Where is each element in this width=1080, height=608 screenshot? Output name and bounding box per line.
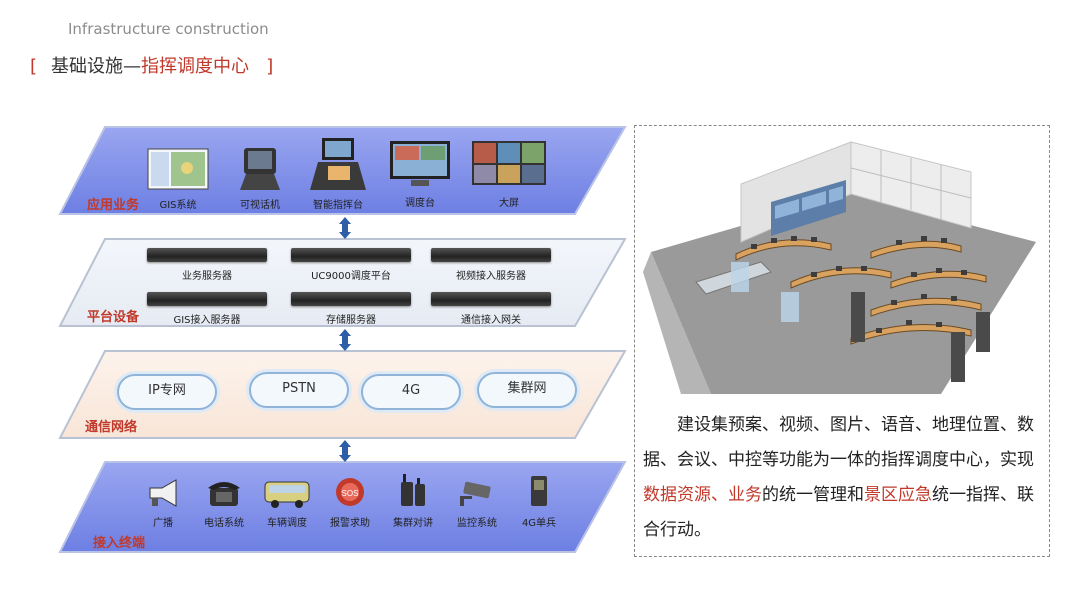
cctv-camera-icon	[458, 478, 496, 508]
title-bracket-close: ]	[266, 56, 273, 77]
layer-platform-label: 平台设备	[87, 306, 139, 325]
page-title: [ 基础设施—指挥调度中心 ]	[30, 52, 273, 78]
arrow-2	[339, 329, 351, 351]
architecture-diagram: 应用业务 GIS系统 可视话机 智能指挥台 调度台 大屏 平台设备 业务服务器 …	[55, 122, 635, 562]
layer-access-label: 接入终端	[93, 532, 145, 551]
control-room-panel: 建设集预案、视频、图片、语音、地理位置、数据、会议、中控等功能为一体的指挥调度中…	[634, 125, 1050, 557]
telephone-icon	[206, 478, 242, 508]
desc-part-2: 的统一管理和	[762, 485, 864, 505]
dispatch-desk-icon	[389, 140, 451, 188]
device-big-screen: 大屏	[469, 140, 549, 209]
server-video-access: 视频接入服务器	[427, 248, 555, 282]
server-rack-icon	[431, 292, 551, 306]
cloud-trunking-network: 集群网	[477, 372, 577, 408]
walkie-talkie-icon	[397, 474, 429, 508]
4g-terminal-icon	[527, 474, 551, 508]
description-text: 建设集预案、视频、图片、语音、地理位置、数据、会议、中控等功能为一体的指挥调度中…	[643, 408, 1041, 548]
page-subtitle: Infrastructure construction	[68, 20, 269, 38]
big-screen-icon	[471, 140, 547, 188]
server-rack-icon	[291, 248, 411, 262]
title-bracket-open: [	[30, 56, 37, 77]
device-trunking-radio: 集群对讲	[385, 474, 441, 529]
device-vehicle-dispatch: 车辆调度	[257, 478, 317, 529]
server-uc9000: UC9000调度平台	[287, 248, 415, 282]
sos-text: SOS	[342, 489, 359, 498]
cloud-pstn: PSTN	[249, 372, 349, 408]
sos-alarm-icon: SOS	[334, 476, 366, 508]
arrow-1	[339, 217, 351, 239]
server-storage: 存储服务器	[287, 292, 415, 326]
cloud-4g: 4G	[361, 374, 461, 410]
megaphone-icon	[146, 478, 180, 508]
device-dispatch-desk: 调度台	[387, 140, 453, 209]
cloud-ip-network: IP专网	[117, 374, 217, 410]
server-comm-gateway: 通信接入网关	[427, 292, 555, 326]
device-gis-system: GIS系统	[145, 148, 211, 211]
smart-console-icon	[308, 136, 368, 190]
title-prefix: 基础设施—	[51, 56, 141, 77]
server-rack-icon	[147, 292, 267, 306]
video-phone-icon	[238, 146, 282, 190]
server-gis-access: GIS接入服务器	[143, 292, 271, 326]
arrow-3	[339, 440, 351, 462]
layer-application-label: 应用业务	[87, 194, 139, 213]
gis-screen-icon	[147, 148, 209, 190]
desc-highlight-scenic-emergency: 景区应急	[864, 485, 932, 505]
device-monitoring: 监控系统	[447, 478, 507, 529]
device-video-phone: 可视话机	[231, 146, 289, 211]
device-broadcast: 广播	[141, 478, 185, 529]
device-telephone: 电话系统	[195, 478, 253, 529]
device-alarm-help: SOS 报警求助	[321, 476, 379, 529]
vehicle-icon	[263, 478, 311, 508]
desc-highlight-data-business: 数据资源、业务	[643, 485, 762, 505]
title-highlight: 指挥调度中心	[141, 56, 249, 77]
server-rack-icon	[431, 248, 551, 262]
server-business: 业务服务器	[143, 248, 271, 282]
device-4g-individual: 4G单兵	[513, 474, 565, 529]
desc-part-1: 建设集预案、视频、图片、语音、地理位置、数据、会议、中控等功能为一体的指挥调度中…	[643, 415, 1034, 470]
device-smart-console: 智能指挥台	[303, 136, 373, 211]
control-room-image	[641, 132, 1043, 398]
server-rack-icon	[291, 292, 411, 306]
server-rack-icon	[147, 248, 267, 262]
layer-network-label: 通信网络	[85, 416, 137, 435]
